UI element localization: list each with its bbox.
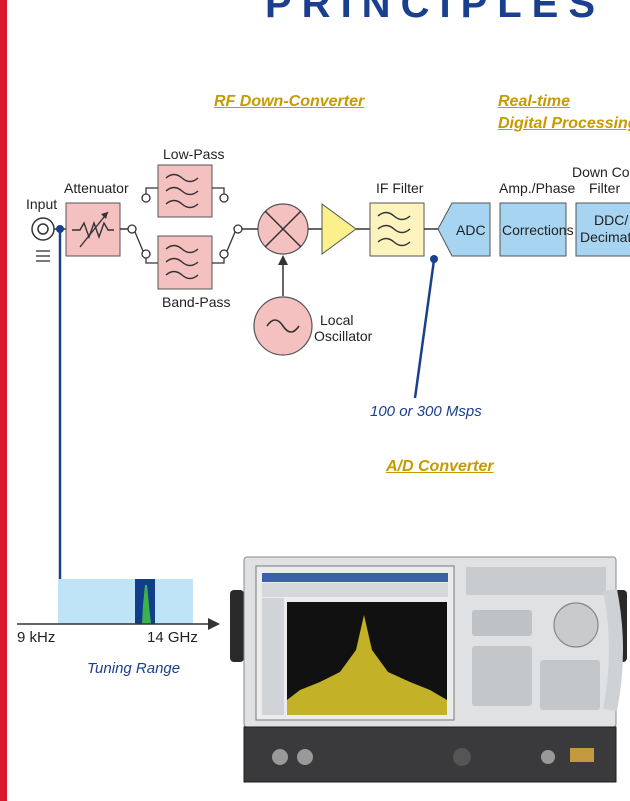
label-corrections: Corrections: [502, 222, 574, 238]
label-input: Input: [26, 196, 58, 212]
label-down-conv-line1: Down Conv: [572, 164, 630, 180]
band-pass-filter-block: [157, 235, 213, 290]
section-realtime-line1: Real-time: [498, 93, 571, 110]
attenuator-block: [65, 202, 121, 257]
amplifier-icon: [321, 203, 357, 255]
tuning-range-band: [58, 579, 193, 624]
signal-spectrum-icon: [142, 585, 151, 624]
input-switch-icon: [127, 187, 158, 264]
label-amp-phase: Amp./Phase: [499, 180, 576, 196]
label-low-pass: Low-Pass: [163, 146, 225, 162]
label-adc: ADC: [456, 222, 486, 238]
arrow-up-icon: [278, 255, 288, 265]
backdrop-shape: [603, 588, 623, 712]
low-pass-filter-block: [157, 164, 213, 218]
mixer-icon: [257, 203, 309, 255]
section-ad-converter: A/D Converter: [386, 458, 494, 475]
accent-bar: [0, 0, 7, 801]
section-rf-down-converter: RF Down-Converter: [214, 93, 365, 110]
corrections-block: [499, 202, 567, 257]
tuning-range-label: Tuning Range: [87, 660, 181, 677]
output-switch-icon: [212, 187, 243, 264]
label-local-line1: Local: [320, 312, 354, 328]
input-connector-icon: [31, 217, 55, 262]
clock-node-icon: [430, 255, 438, 263]
local-oscillator-icon: [253, 296, 313, 356]
arrow-right-icon: [208, 618, 220, 630]
section-realtime-line2: Digital Processing: [498, 115, 630, 132]
tuning-start-label: 9 kHz: [17, 629, 56, 646]
spectrum-analyzer-instrument: [230, 556, 627, 783]
label-ddc-line1: DDC/: [594, 212, 629, 228]
label-if-filter: IF Filter: [376, 180, 424, 196]
label-ddc-line2: Decimatio: [580, 229, 630, 245]
adc-block: [437, 202, 491, 257]
label-band-pass: Band-Pass: [162, 294, 231, 310]
tuning-stop-label: 14 GHz: [147, 629, 198, 646]
label-down-conv-line2: Filter: [589, 180, 621, 196]
label-local-line2: Oscillator: [314, 328, 373, 344]
sample-rate-note: 100 or 300 Msps: [370, 403, 482, 420]
ddc-block: [575, 202, 630, 257]
if-filter-block: [369, 202, 425, 257]
page-title-fragment: PRINCIPLES: [265, 0, 606, 26]
label-attenuator: Attenuator: [64, 180, 129, 196]
